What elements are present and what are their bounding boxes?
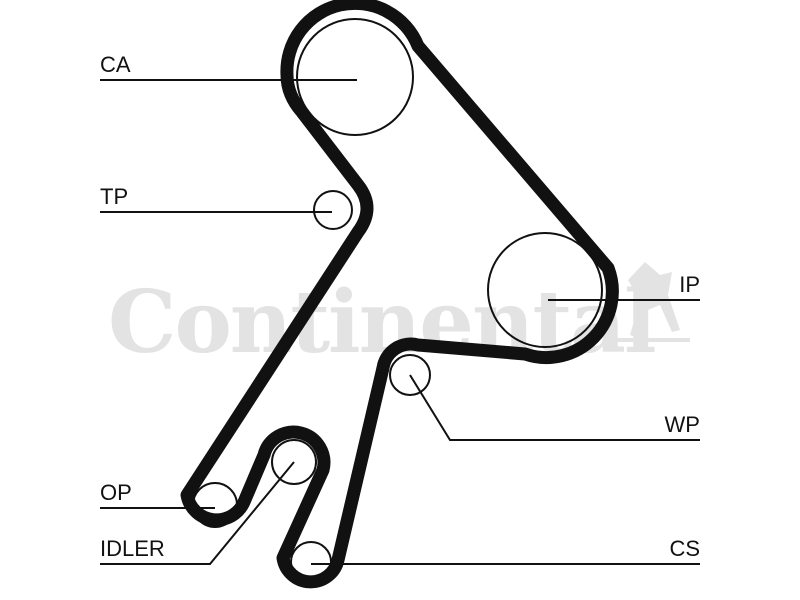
camshaft-pulley <box>296 18 414 136</box>
label-ca: CA <box>100 52 131 77</box>
oil-pump-pulley <box>192 482 238 528</box>
idler-pulley <box>271 439 317 485</box>
label-wp: WP <box>665 412 700 437</box>
leader-lines <box>100 79 700 565</box>
water-pump-pulley <box>389 354 431 396</box>
label-idler: IDLER <box>100 536 165 561</box>
wp-leader <box>409 374 700 441</box>
label-op: OP <box>100 480 132 505</box>
crankshaft-pulley <box>290 541 332 583</box>
label-tp: TP <box>100 184 128 209</box>
label-ip: IP <box>679 272 700 297</box>
label-cs: CS <box>669 536 700 561</box>
idler-leader <box>100 461 295 565</box>
injection-pump-pulley <box>487 232 603 348</box>
tensioner-pulley <box>313 190 353 230</box>
